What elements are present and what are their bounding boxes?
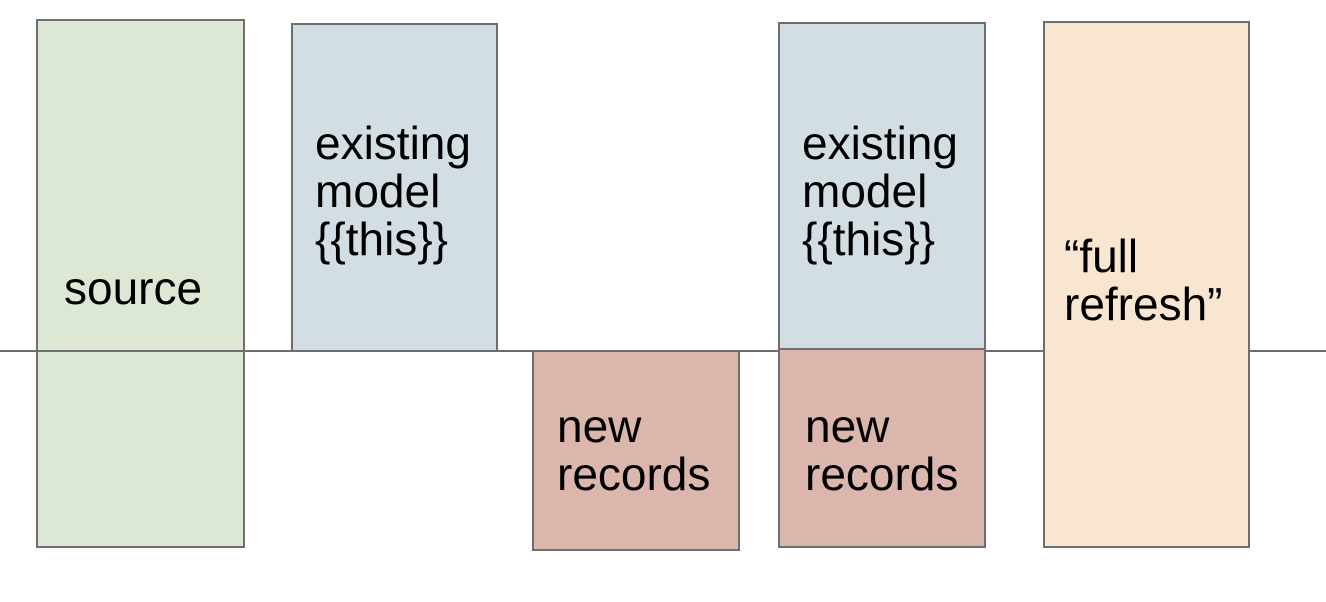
existing-model-box-1-label: existing model {{this}} [315,117,471,265]
source-box-label: source [64,262,203,314]
new-records-box-2-label: new records [805,400,959,500]
full-refresh-box-label: “full refresh” [1064,230,1223,330]
existing-model-box-2-label: existing model {{this}} [802,117,958,265]
new-records-box-1: new records [532,350,740,551]
new-records-box-1-label: new records [557,400,711,500]
existing-model-box-2: existing model {{this}} [778,22,986,350]
existing-model-box-1: existing model {{this}} [291,23,498,352]
full-refresh-box: “full refresh” [1043,21,1250,548]
new-records-box-2: new records [778,348,986,548]
source-box: source [36,19,245,548]
